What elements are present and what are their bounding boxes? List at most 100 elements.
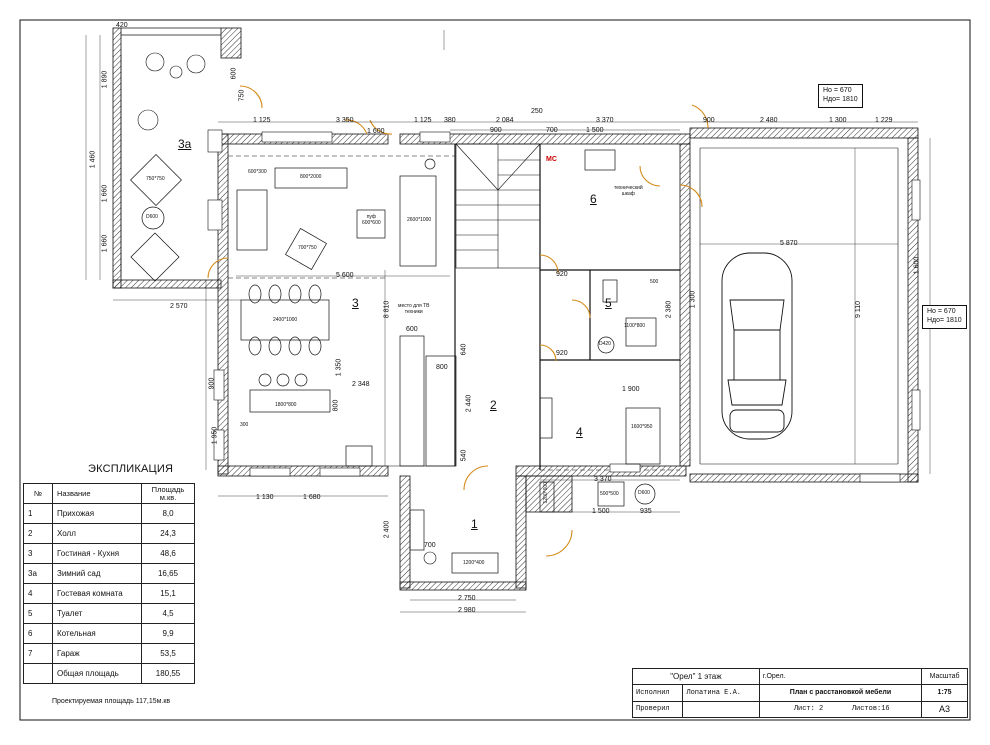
- furniture-label: 500*500: [600, 491, 619, 497]
- window-height-note: Но = 670 Ндо= 1810: [818, 84, 863, 108]
- furniture-label: 1100*800: [624, 323, 646, 329]
- dim-left: 1 890: [101, 70, 109, 89]
- dim-top: 700: [546, 127, 558, 134]
- furniture-label: 300: [240, 422, 249, 428]
- dim-bottom: 1 130: [256, 494, 274, 501]
- furniture-label: технический шкаф: [614, 185, 643, 197]
- dim-left: 1 350: [335, 358, 343, 377]
- dim-mid: 920: [556, 271, 568, 278]
- dim-left: 750: [238, 89, 246, 102]
- dim-left: 420: [116, 22, 128, 29]
- dim-bottom: 2 400: [383, 520, 391, 539]
- dim-bottom: 2 570: [170, 303, 188, 310]
- dim-mid: 5 870: [780, 240, 798, 247]
- dim-left: 1 660: [101, 184, 109, 203]
- furniture-label: пуф 600*600: [362, 214, 381, 226]
- dim-mid: 2 440: [465, 394, 473, 413]
- staircase: [455, 143, 541, 269]
- dim-bottom: 2 750: [458, 595, 476, 602]
- room-number-5: 5: [605, 296, 612, 310]
- dim-top: 1 125: [414, 117, 432, 124]
- dim-left: 1 600: [913, 256, 921, 275]
- room-number-1: 1: [471, 517, 478, 531]
- house-walls: [217, 133, 691, 591]
- windows: [207, 129, 921, 483]
- room-number-6: 6: [590, 192, 597, 206]
- dim-top: 2 084: [496, 117, 514, 124]
- dim-mid: 8 810: [383, 300, 391, 319]
- table-total-row: Общая площадь 180,55: [23, 663, 195, 684]
- furniture-label: 2600*1000: [407, 217, 432, 223]
- furniture-label: D600: [638, 490, 650, 496]
- performer-label: Исполнил: [631, 684, 684, 702]
- dim-mid: 800: [436, 364, 448, 371]
- dim-left: 1 660: [101, 234, 109, 253]
- dim-top: 1 500: [586, 127, 604, 134]
- furniture-label: 600*300: [248, 169, 267, 175]
- sheet-title: План с расстановкой мебели: [758, 684, 923, 702]
- furniture-label: 1800*800: [275, 402, 297, 408]
- furniture-label: 1200*600: [542, 482, 549, 504]
- dim-bottom: 2 980: [458, 607, 476, 614]
- total-label: Общая площадь: [52, 663, 142, 684]
- sheet-frame: [19, 19, 971, 721]
- partitions: [228, 144, 680, 471]
- city: г.Орел.: [758, 667, 923, 686]
- dim-left: 1 460: [89, 150, 97, 169]
- dim-bottom: 3 370: [594, 476, 612, 483]
- dim-mid: 1 300: [689, 290, 697, 309]
- dim-top: 1 300: [829, 117, 847, 124]
- furniture-label: D420: [599, 341, 611, 347]
- dim-left: 1 950: [211, 426, 219, 445]
- dim-bottom: 1 500: [592, 508, 610, 515]
- sheet-number: Лист: 2: [793, 705, 824, 714]
- dim-top: 3 350: [336, 117, 354, 124]
- furniture-label: 500: [650, 279, 659, 285]
- performer-name: Лопатина Е.А.: [682, 684, 760, 702]
- dim-top: 1 125: [253, 117, 271, 124]
- col-header-name: Название: [52, 483, 142, 504]
- checked-label: Проверил: [631, 700, 684, 719]
- table-header-row: № Название Площадь м.кв.: [23, 483, 195, 504]
- col-header-no: №: [23, 483, 53, 504]
- paper-format: А3: [921, 700, 968, 719]
- dim-mid: 9 110: [855, 301, 862, 318]
- room-number-4: 4: [576, 425, 583, 439]
- dimension-lines: [85, 30, 931, 613]
- dim-bottom: 1 680: [303, 494, 321, 501]
- dim-bottom: 700: [424, 542, 436, 549]
- dim-top: 900: [490, 127, 502, 134]
- dim-mid: 5 600: [336, 272, 354, 279]
- dim-mid: 2 348: [352, 381, 370, 388]
- dim-mid: 540: [460, 449, 468, 462]
- furniture-label: место для ТВ техники: [398, 303, 430, 315]
- dim-top: 1 600: [367, 128, 385, 135]
- total-value: 180,55: [141, 663, 195, 684]
- room-3a-walls: [112, 27, 242, 289]
- sheet-count: Листов:16: [851, 705, 890, 714]
- furniture-label: 2400*1000: [273, 317, 298, 323]
- dim-left: 900: [208, 377, 216, 390]
- car-icon: [721, 252, 793, 440]
- mc-label: МС: [546, 156, 557, 163]
- room-number-3a: 3а: [178, 137, 192, 151]
- window-height-note: Но = 670 Ндо= 1810: [922, 305, 967, 329]
- dim-bottom: 935: [640, 508, 652, 515]
- door-swings: [207, 85, 709, 557]
- dim-top: 900: [703, 117, 715, 124]
- garage-walls: [689, 127, 919, 483]
- col-header-area: Площадь м.кв.: [141, 483, 195, 504]
- furniture-label: D600: [146, 214, 158, 220]
- title-block: "Орел" 1 этаж г.Орел. Масштаб Исполнил Л…: [631, 667, 968, 719]
